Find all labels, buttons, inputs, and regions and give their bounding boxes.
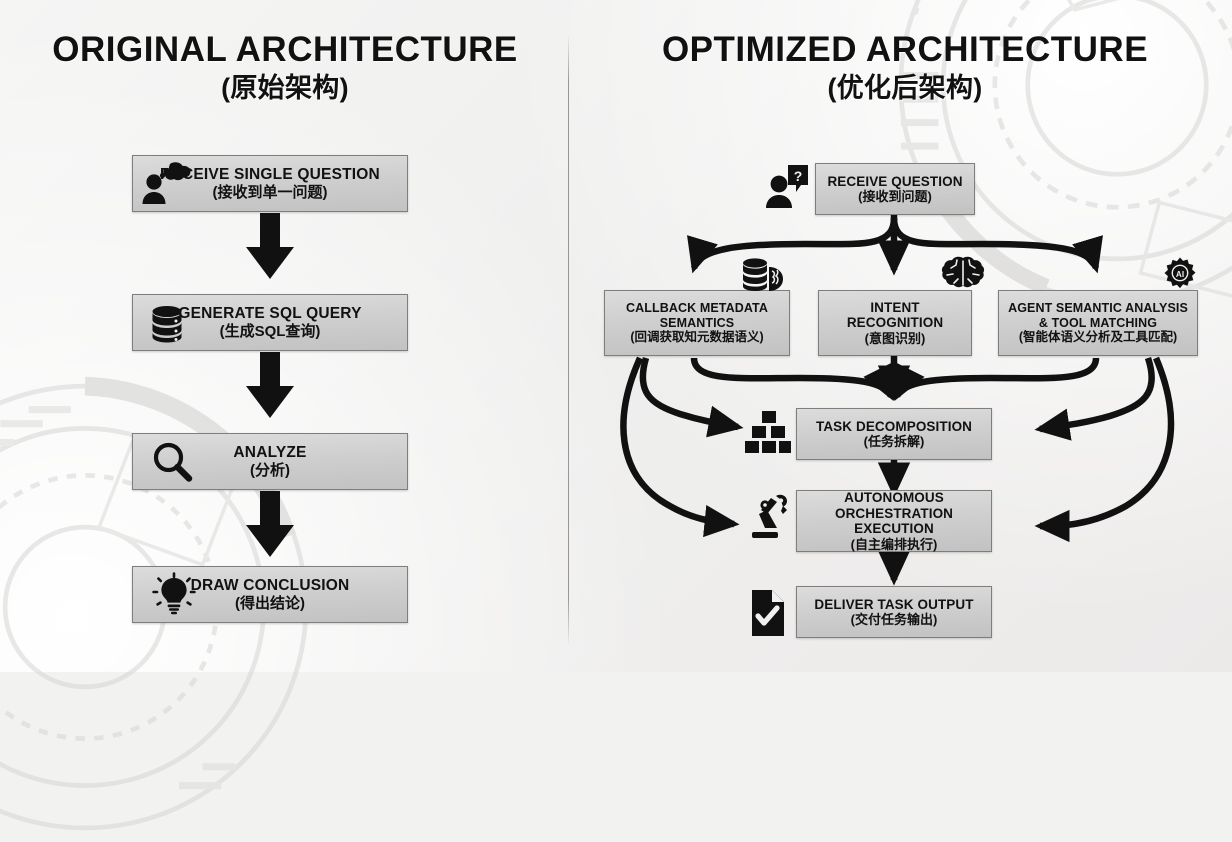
node-draw-conclusion-zh: (得出结论) [234,594,305,612]
node-receive-single-question-en: RECEIVE SINGLE QUESTION [160,165,380,183]
node-analyze[interactable]: ANALYZE (分析) [132,433,408,490]
node-agent-semantic-analysis-tool-matching[interactable]: AGENT SEMANTIC ANALYSIS & TOOL MATCHING … [998,290,1198,356]
node-deliver-task-output-en: DELIVER TASK OUTPUT [814,596,974,612]
node-analyze-zh: (分析) [249,461,290,479]
node-agent-semantic-analysis-tool-matching-zh: (智能体语义分析及工具匹配) [1018,330,1178,345]
node-draw-conclusion-en: DRAW CONCLUSION [190,576,350,594]
left-flow-arrows [246,213,294,557]
node-task-decomposition-zh: (任务拆解) [863,434,925,450]
arrow-sql-to-analyze [246,352,294,418]
arrow-rq-to-agent [890,217,1103,274]
node-task-decomposition[interactable]: TASK DECOMPOSITION (任务拆解) [796,408,992,460]
node-receive-single-question-zh: (接收到单一问题) [212,183,328,201]
node-autonomous-orchestration-execution-zh: (自主编排执行) [850,536,938,552]
node-callback-metadata-semantics-en: CALLBACK METADATA SEMANTICS [626,301,768,330]
node-generate-sql-query-zh: (生成SQL查询) [219,322,321,340]
node-callback-metadata-semantics[interactable]: CALLBACK METADATA SEMANTICS (回调获取知元数据语义) [604,290,790,356]
arrow-rq-to-callback [687,217,898,274]
node-intent-recognition[interactable]: INTENT RECOGNITION (意图识别) [818,290,972,356]
arrow-callback-to-task [690,357,894,402]
panel-divider [568,34,569,646]
node-autonomous-orchestration-execution[interactable]: AUTONOMOUS ORCHESTRATION EXECUTION (自主编排… [796,490,992,552]
node-agent-semantic-analysis-tool-matching-en: AGENT SEMANTIC ANALYSIS & TOOL MATCHING [1008,301,1188,330]
node-deliver-task-output[interactable]: DELIVER TASK OUTPUT (交付任务输出) [796,586,992,638]
node-deliver-task-output-zh: (交付任务输出) [850,612,938,628]
node-receive-question-en: RECEIVE QUESTION [827,173,963,189]
node-callback-metadata-semantics-zh: (回调获取知元数据语义) [630,330,764,345]
page-title-left: ORIGINAL ARCHITECTURE (原始架构) [20,30,550,103]
node-intent-recognition-en: INTENT RECOGNITION [846,299,944,331]
node-generate-sql-query[interactable]: GENERATE SQL QUERY (生成SQL查询) [132,294,408,351]
node-task-decomposition-en: TASK DECOMPOSITION [815,418,973,434]
node-receive-question-zh: (接收到问题) [858,189,932,205]
node-intent-recognition-zh: (意图识别) [864,331,926,347]
title-left-zh: (原始架构) [221,73,349,104]
page-title-right: OPTIMIZED ARCHITECTURE (优化后架构) [610,30,1200,103]
arrow-analyze-to-conclusion [246,491,294,557]
arrow-agent-to-task [894,357,1100,402]
arrow-q-to-sql [246,213,294,279]
node-draw-conclusion[interactable]: DRAW CONCLUSION (得出结论) [132,566,408,623]
arrow-callback-loop-to-orchestration [620,356,740,538]
node-generate-sql-query-en: GENERATE SQL QUERY [178,304,362,322]
node-analyze-en: ANALYZE [233,443,307,461]
node-autonomous-orchestration-execution-en: AUTONOMOUS ORCHESTRATION EXECUTION [834,489,954,537]
arrow-agent-loop-to-task [1034,356,1155,441]
title-right-zh: (优化后架构) [827,73,983,104]
node-receive-single-question[interactable]: RECEIVE SINGLE QUESTION (接收到单一问题) [132,155,408,212]
arrow-callback-loop-to-task [639,357,744,438]
title-right-en: OPTIMIZED ARCHITECTURE [661,30,1149,69]
node-receive-question[interactable]: RECEIVE QUESTION (接收到问题) [815,163,975,215]
title-left-en: ORIGINAL ARCHITECTURE [52,30,518,69]
